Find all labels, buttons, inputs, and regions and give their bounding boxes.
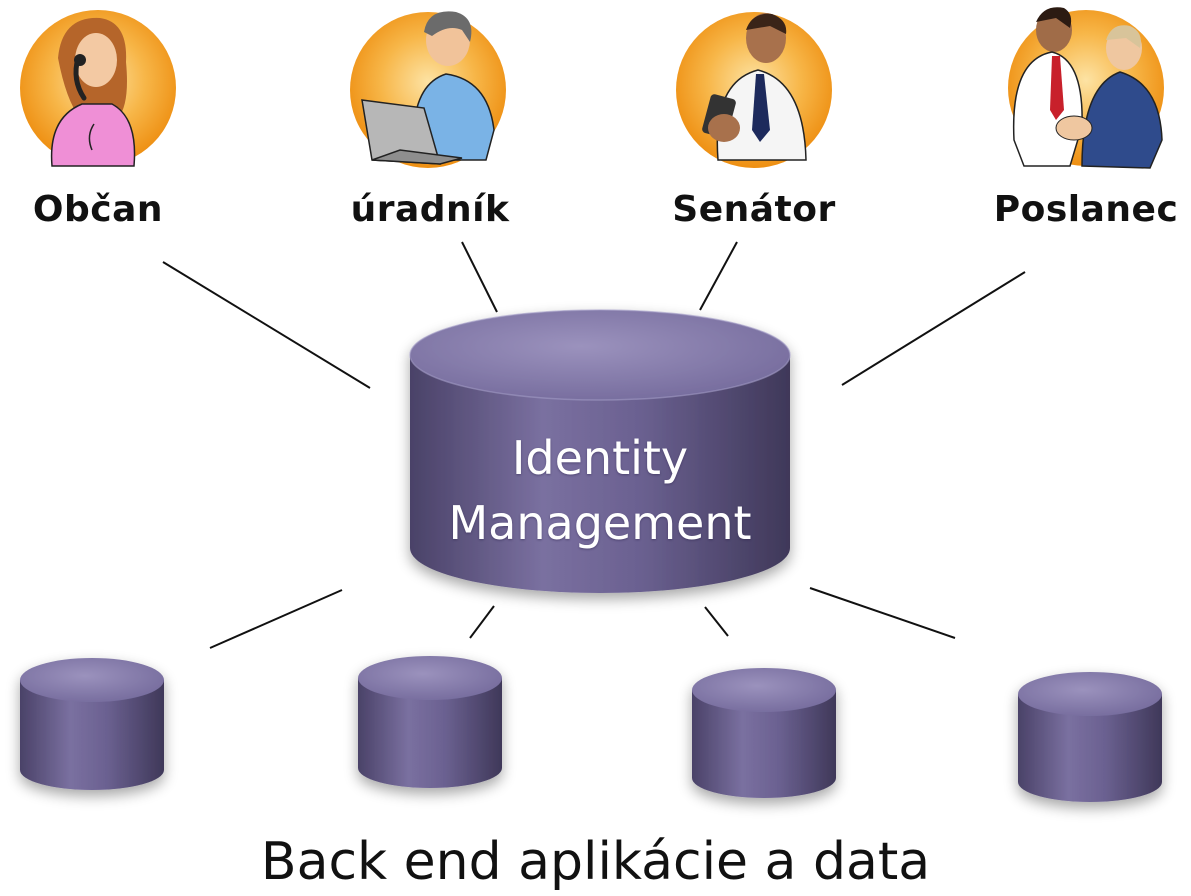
connector-line	[162, 261, 371, 389]
backend-cylinders	[20, 656, 1162, 802]
backend-cylinder	[358, 656, 502, 788]
backend-cylinder	[1018, 672, 1162, 802]
woman-on-phone-icon	[20, 10, 176, 167]
handshake-icon	[1008, 7, 1164, 169]
role-label-poslanec: Poslanec	[993, 189, 1179, 230]
connector-line	[699, 241, 738, 311]
connector-line	[704, 606, 729, 637]
connector-line	[469, 605, 495, 639]
backend-caption: Back end aplikácie a data	[260, 832, 931, 892]
role-label-senator: Senátor	[672, 189, 836, 230]
connector-line	[841, 271, 1026, 386]
identity-management-cylinder	[409, 309, 791, 593]
role-connectors	[162, 241, 1026, 389]
backend-connectors	[209, 587, 956, 649]
hub-title-line2: Management	[448, 496, 752, 550]
hub-title-line1: Identity	[511, 431, 689, 485]
role-label-obcan: Občan	[32, 189, 164, 230]
connector-line	[209, 589, 343, 649]
role-label-uradnik: úradník	[350, 189, 510, 230]
connector-line	[461, 241, 498, 313]
man-at-laptop-icon	[350, 11, 506, 168]
backend-cylinder	[692, 668, 836, 798]
connector-line	[809, 587, 956, 639]
man-with-phone-icon	[676, 12, 832, 168]
backend-cylinder	[20, 658, 164, 790]
